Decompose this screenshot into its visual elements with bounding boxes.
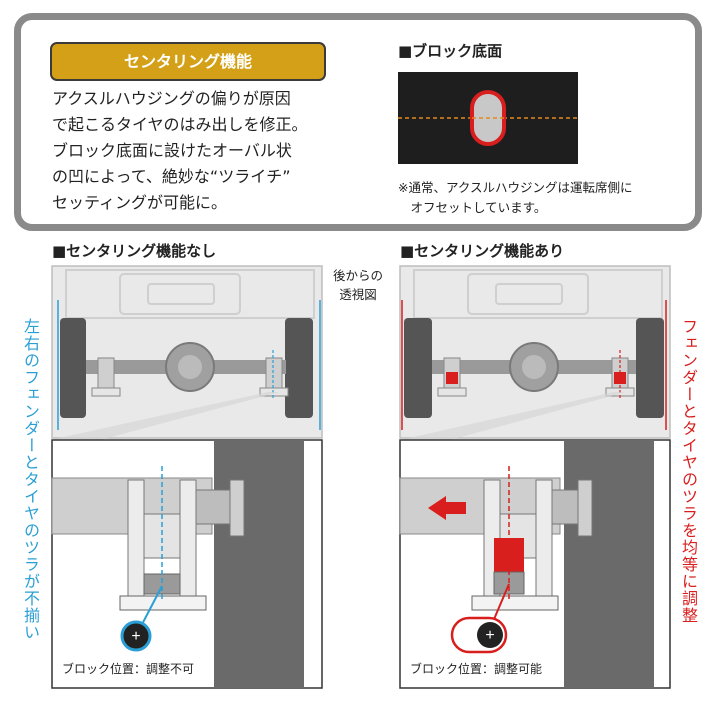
note-line: ※通常、アクスルハウジングは運転席側に xyxy=(398,180,633,195)
block-bottom-heading: ■ブロック底面 xyxy=(398,42,503,60)
right-position-label: ブロック位置：調整可能 xyxy=(410,662,543,676)
block-bottom-illustration xyxy=(398,72,578,164)
offset-note: ※通常、アクスルハウジングは運転席側に オフセットしています。 xyxy=(398,178,632,218)
feature-description: アクスルハウジングの偏りが原因 で起こるタイヤのはみ出しを修正。 ブロック底面に… xyxy=(52,86,382,216)
shift-arrow-icon xyxy=(428,496,466,520)
oval-recess-graphic xyxy=(398,90,578,146)
left-zoom-detail: + xyxy=(51,439,323,689)
view-label-line: 透視図 xyxy=(339,287,377,302)
right-side-caption: フェンダーとタイヤのツラを均等に調整 xyxy=(679,318,698,624)
right-truck-rear-view xyxy=(399,265,671,440)
view-label-line: 後からの xyxy=(332,268,383,283)
description-line: で起こるタイヤのはみ出しを修正。 xyxy=(52,115,308,134)
right-zoom-detail: + xyxy=(399,439,671,689)
description-line: アクスルハウジングの偏りが原因 xyxy=(52,89,291,108)
left-side-caption: 左右のフェンダーとタイヤのツラが不揃い xyxy=(21,318,40,641)
rear-perspective-label: 後からの透視図 xyxy=(330,266,386,304)
description-line: ブロック底面に設けたオーバル状 xyxy=(52,141,292,160)
no-centering-heading: ■センタリング機能なし xyxy=(52,242,217,260)
svg-text:+: + xyxy=(485,627,494,644)
note-line: オフセットしています。 xyxy=(398,200,547,215)
description-line: の凹によって、絶妙な“ツライチ” xyxy=(52,167,291,186)
left-position-label: ブロック位置：調整不可 xyxy=(62,662,195,676)
feature-badge: センタリング機能 xyxy=(50,42,326,81)
view-label-text: 後からの透視図 xyxy=(330,266,386,304)
left-truck-rear-view xyxy=(50,265,323,440)
with-centering-heading: ■センタリング機能あり xyxy=(400,242,565,260)
description-line: セッティングが可能に。 xyxy=(52,193,228,212)
svg-text:+: + xyxy=(131,628,140,645)
